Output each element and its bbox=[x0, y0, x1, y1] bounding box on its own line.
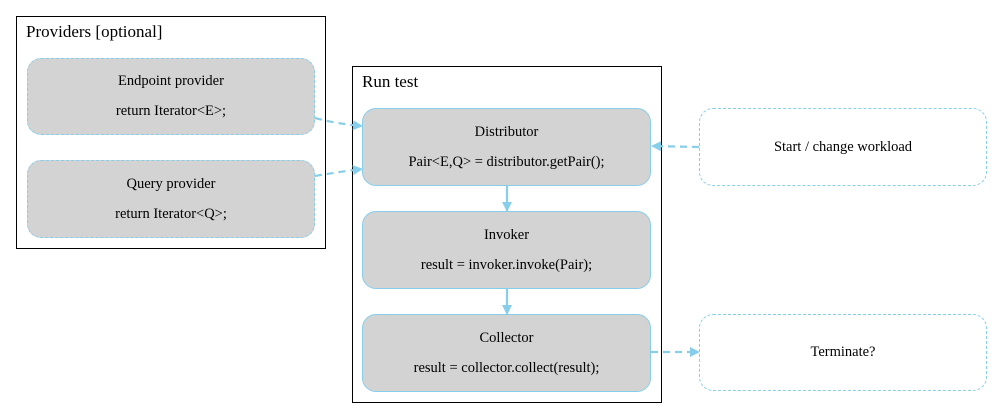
node-terminate-label: Terminate? bbox=[810, 344, 876, 360]
node-collector-code: result = collector.collect(result); bbox=[413, 359, 600, 376]
edge-start-to-distributor bbox=[651, 141, 700, 152]
node-query-provider: Query provider return Iterator<Q>; bbox=[27, 160, 315, 238]
node-collector-title: Collector bbox=[479, 329, 534, 346]
edge-endpoint-to-distributor bbox=[314, 116, 363, 131]
cluster-run-test-label: Run test bbox=[362, 72, 419, 91]
edge-query-to-distributor bbox=[314, 165, 363, 178]
node-start-change-workload: Start / change workload bbox=[699, 108, 987, 186]
node-invoker-title: Invoker bbox=[483, 226, 530, 243]
node-query-provider-code: return Iterator<Q>; bbox=[115, 205, 227, 222]
node-query-provider-title: Query provider bbox=[126, 175, 216, 192]
node-start-change-workload-label: Start / change workload bbox=[773, 138, 913, 155]
node-distributor: Distributor Pair<E,Q> = distributor.getP… bbox=[362, 108, 651, 186]
node-distributor-code: Pair<E,Q> = distributor.getPair(); bbox=[408, 153, 605, 170]
node-invoker-code: result = invoker.invoke(Pair); bbox=[420, 256, 593, 273]
node-invoker: Invoker result = invoker.invoke(Pair); bbox=[362, 211, 651, 289]
node-collector: Collector result = collector.collect(res… bbox=[362, 314, 651, 392]
cluster-providers-label: Providers [optional] bbox=[26, 22, 163, 41]
node-endpoint-provider-title: Endpoint provider bbox=[118, 73, 224, 90]
node-distributor-title: Distributor bbox=[474, 123, 539, 140]
node-endpoint-provider: Endpoint provider return Iterator<E>; bbox=[27, 58, 315, 135]
node-terminate: Terminate? bbox=[699, 314, 987, 391]
node-endpoint-provider-code: return Iterator<E>; bbox=[115, 102, 227, 119]
